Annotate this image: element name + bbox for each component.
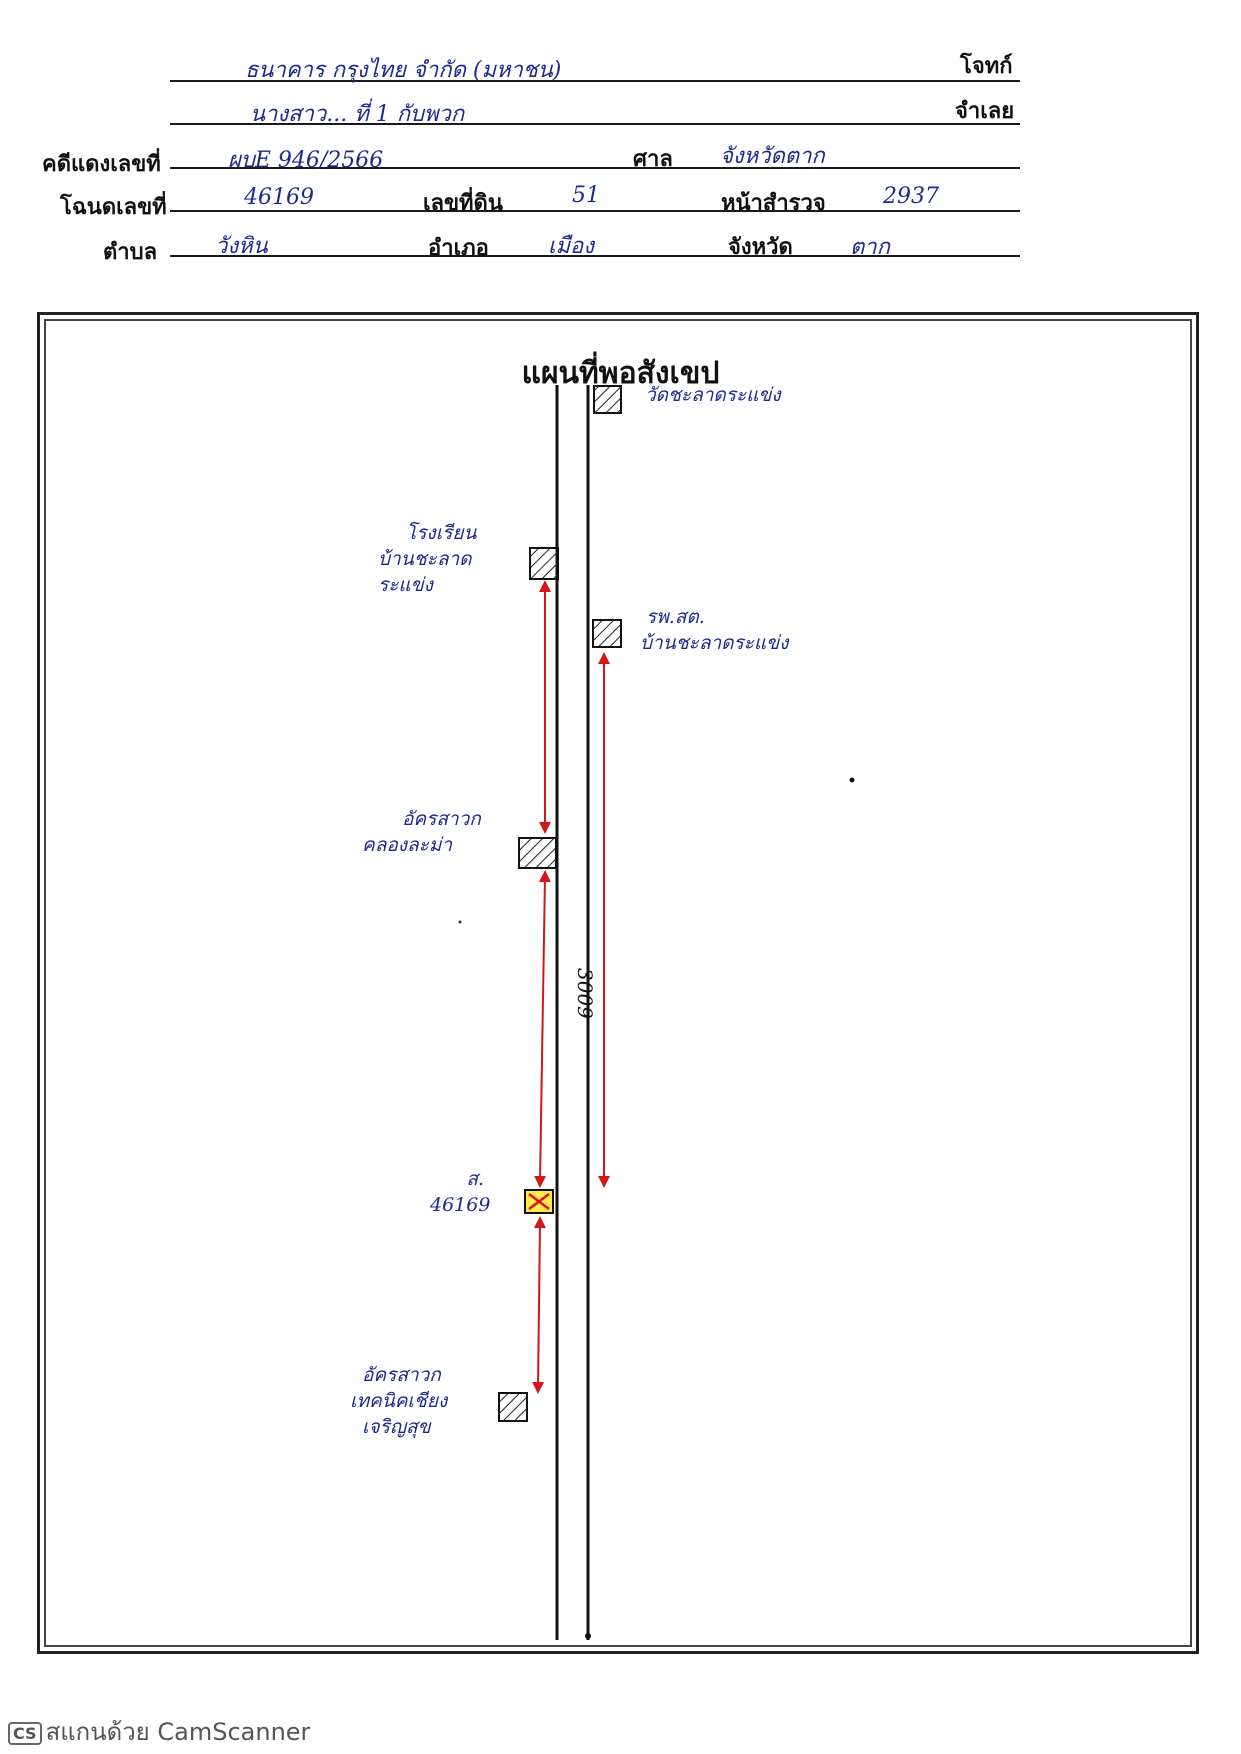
health-marker bbox=[592, 619, 622, 648]
district-label: อำเภอ bbox=[428, 236, 489, 261]
defendant-label: จำเลย bbox=[955, 99, 1015, 124]
province-label: จังหวัด bbox=[728, 235, 793, 260]
case-no-value: ผบE 946/2566 bbox=[228, 148, 384, 173]
camscanner-text: สแกนด้วย CamScanner bbox=[45, 1718, 311, 1746]
district-value: เมือง bbox=[548, 234, 594, 259]
deed-no-value: 46169 bbox=[244, 185, 314, 210]
case-no-label: คดีแดงเลขที่ bbox=[42, 152, 161, 177]
camscanner-icon: CS bbox=[8, 1721, 42, 1745]
plaintiff-label: โจทก์ bbox=[960, 54, 1013, 79]
plaintiff-value: ธนาคาร กรุงไทย จำกัด (มหาชน) bbox=[245, 58, 562, 83]
temple-label: วัดชะลาดระแข่ง bbox=[645, 384, 781, 406]
land-no-label: เลขที่ดิน bbox=[423, 191, 503, 216]
church2-label: อัครสาวก เทคนิคเชียง เจริญสุข bbox=[350, 1364, 448, 1438]
church1-label: อัครสาวก คลองละม่า bbox=[362, 808, 481, 856]
land-no-value: 51 bbox=[572, 183, 600, 208]
target-plot-marker bbox=[524, 1189, 554, 1214]
target-label: ส. 46169 bbox=[430, 1168, 491, 1216]
court-value: จังหวัดตาก bbox=[720, 144, 825, 169]
distance-arrow-4 bbox=[532, 1216, 546, 1394]
school-marker bbox=[529, 547, 559, 580]
defendant-value: นางสาว... ที่ 1 กับพวก bbox=[250, 102, 465, 127]
map-frame bbox=[37, 312, 1199, 1654]
subdistrict-label: ตำบล bbox=[103, 240, 158, 265]
road-number: 3009 bbox=[573, 968, 597, 1019]
court-label: ศาล bbox=[633, 147, 673, 172]
temple-marker bbox=[593, 385, 622, 414]
school-label: โรงเรียน บ้านชะลาด ระแข่ง bbox=[378, 522, 477, 596]
province-value: ตาก bbox=[850, 235, 890, 260]
distance-arrow-3 bbox=[534, 870, 551, 1188]
deed-no-label: โฉนดเลขที่ bbox=[60, 195, 167, 220]
survey-page-value: 2937 bbox=[883, 184, 939, 209]
church1-marker bbox=[518, 837, 557, 869]
health-label: รพ.สต. บ้านชะลาดระแข่ง bbox=[640, 606, 789, 654]
church2-marker bbox=[498, 1392, 528, 1422]
subdistrict-value: วังหิน bbox=[215, 234, 268, 259]
survey-page-label: หน้าสำรวจ bbox=[721, 191, 826, 216]
